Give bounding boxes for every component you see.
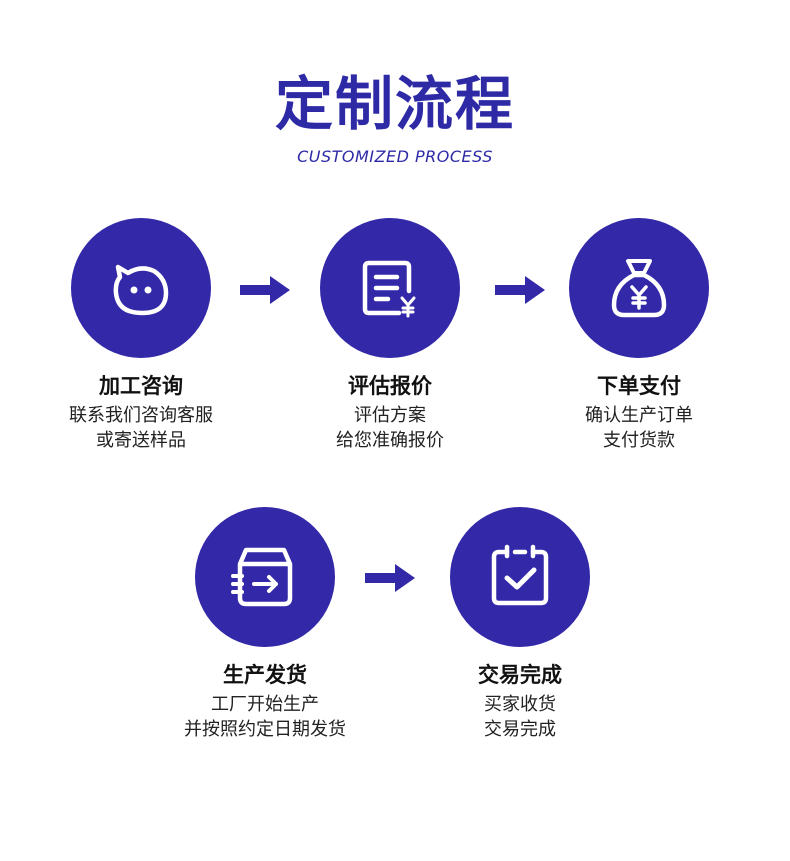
page-subtitle: CUSTOMIZED PROCESS xyxy=(297,147,493,166)
step-5-title: 交易完成 xyxy=(478,663,562,687)
step-3-circle xyxy=(569,218,709,358)
checkbox-done-icon xyxy=(491,544,549,606)
page-title: 定制流程 xyxy=(274,70,515,138)
money-bag-icon xyxy=(611,259,667,318)
step-2-title: 评估报价 xyxy=(348,374,432,398)
step-1-title: 加工咨询 xyxy=(99,374,183,398)
arrow-right-icon xyxy=(495,276,545,304)
arrow-right-icon xyxy=(240,276,290,304)
step-5-circle xyxy=(450,507,590,647)
step-5-desc-line-1: 买家收货 xyxy=(484,694,556,715)
step-3-desc-line-2: 支付货款 xyxy=(603,430,675,451)
step-2-circle xyxy=(320,218,460,358)
step-1-desc-line-2: 或寄送样品 xyxy=(96,430,186,451)
step-1-desc: 联系我们咨询客服 或寄送样品 xyxy=(21,403,261,453)
arrow-right-icon xyxy=(365,564,415,592)
step-1-desc-line-1: 联系我们咨询客服 xyxy=(69,405,213,426)
quote-document-icon xyxy=(362,260,416,318)
step-4-circle xyxy=(195,507,335,647)
step-2-desc-line-2: 给您准确报价 xyxy=(336,430,444,451)
step-1-circle xyxy=(71,218,211,358)
step-4-desc-line-2: 并按照约定日期发货 xyxy=(184,719,346,740)
step-4-desc: 工厂开始生产 并按照约定日期发货 xyxy=(145,692,385,742)
step-4-desc-line-1: 工厂开始生产 xyxy=(211,694,319,715)
step-2-desc-line-1: 评估方案 xyxy=(354,405,426,426)
chat-face-icon xyxy=(113,264,169,316)
shipping-box-icon xyxy=(231,547,293,607)
step-5-desc-line-2: 交易完成 xyxy=(484,719,556,740)
step-5-desc: 买家收货 交易完成 xyxy=(400,692,640,742)
step-3-title: 下单支付 xyxy=(597,374,681,398)
step-3-desc: 确认生产订单 支付货款 xyxy=(519,403,759,453)
step-3-desc-line-1: 确认生产订单 xyxy=(585,405,693,426)
step-4-title: 生产发货 xyxy=(223,663,307,687)
step-2-desc: 评估方案 给您准确报价 xyxy=(270,403,510,453)
